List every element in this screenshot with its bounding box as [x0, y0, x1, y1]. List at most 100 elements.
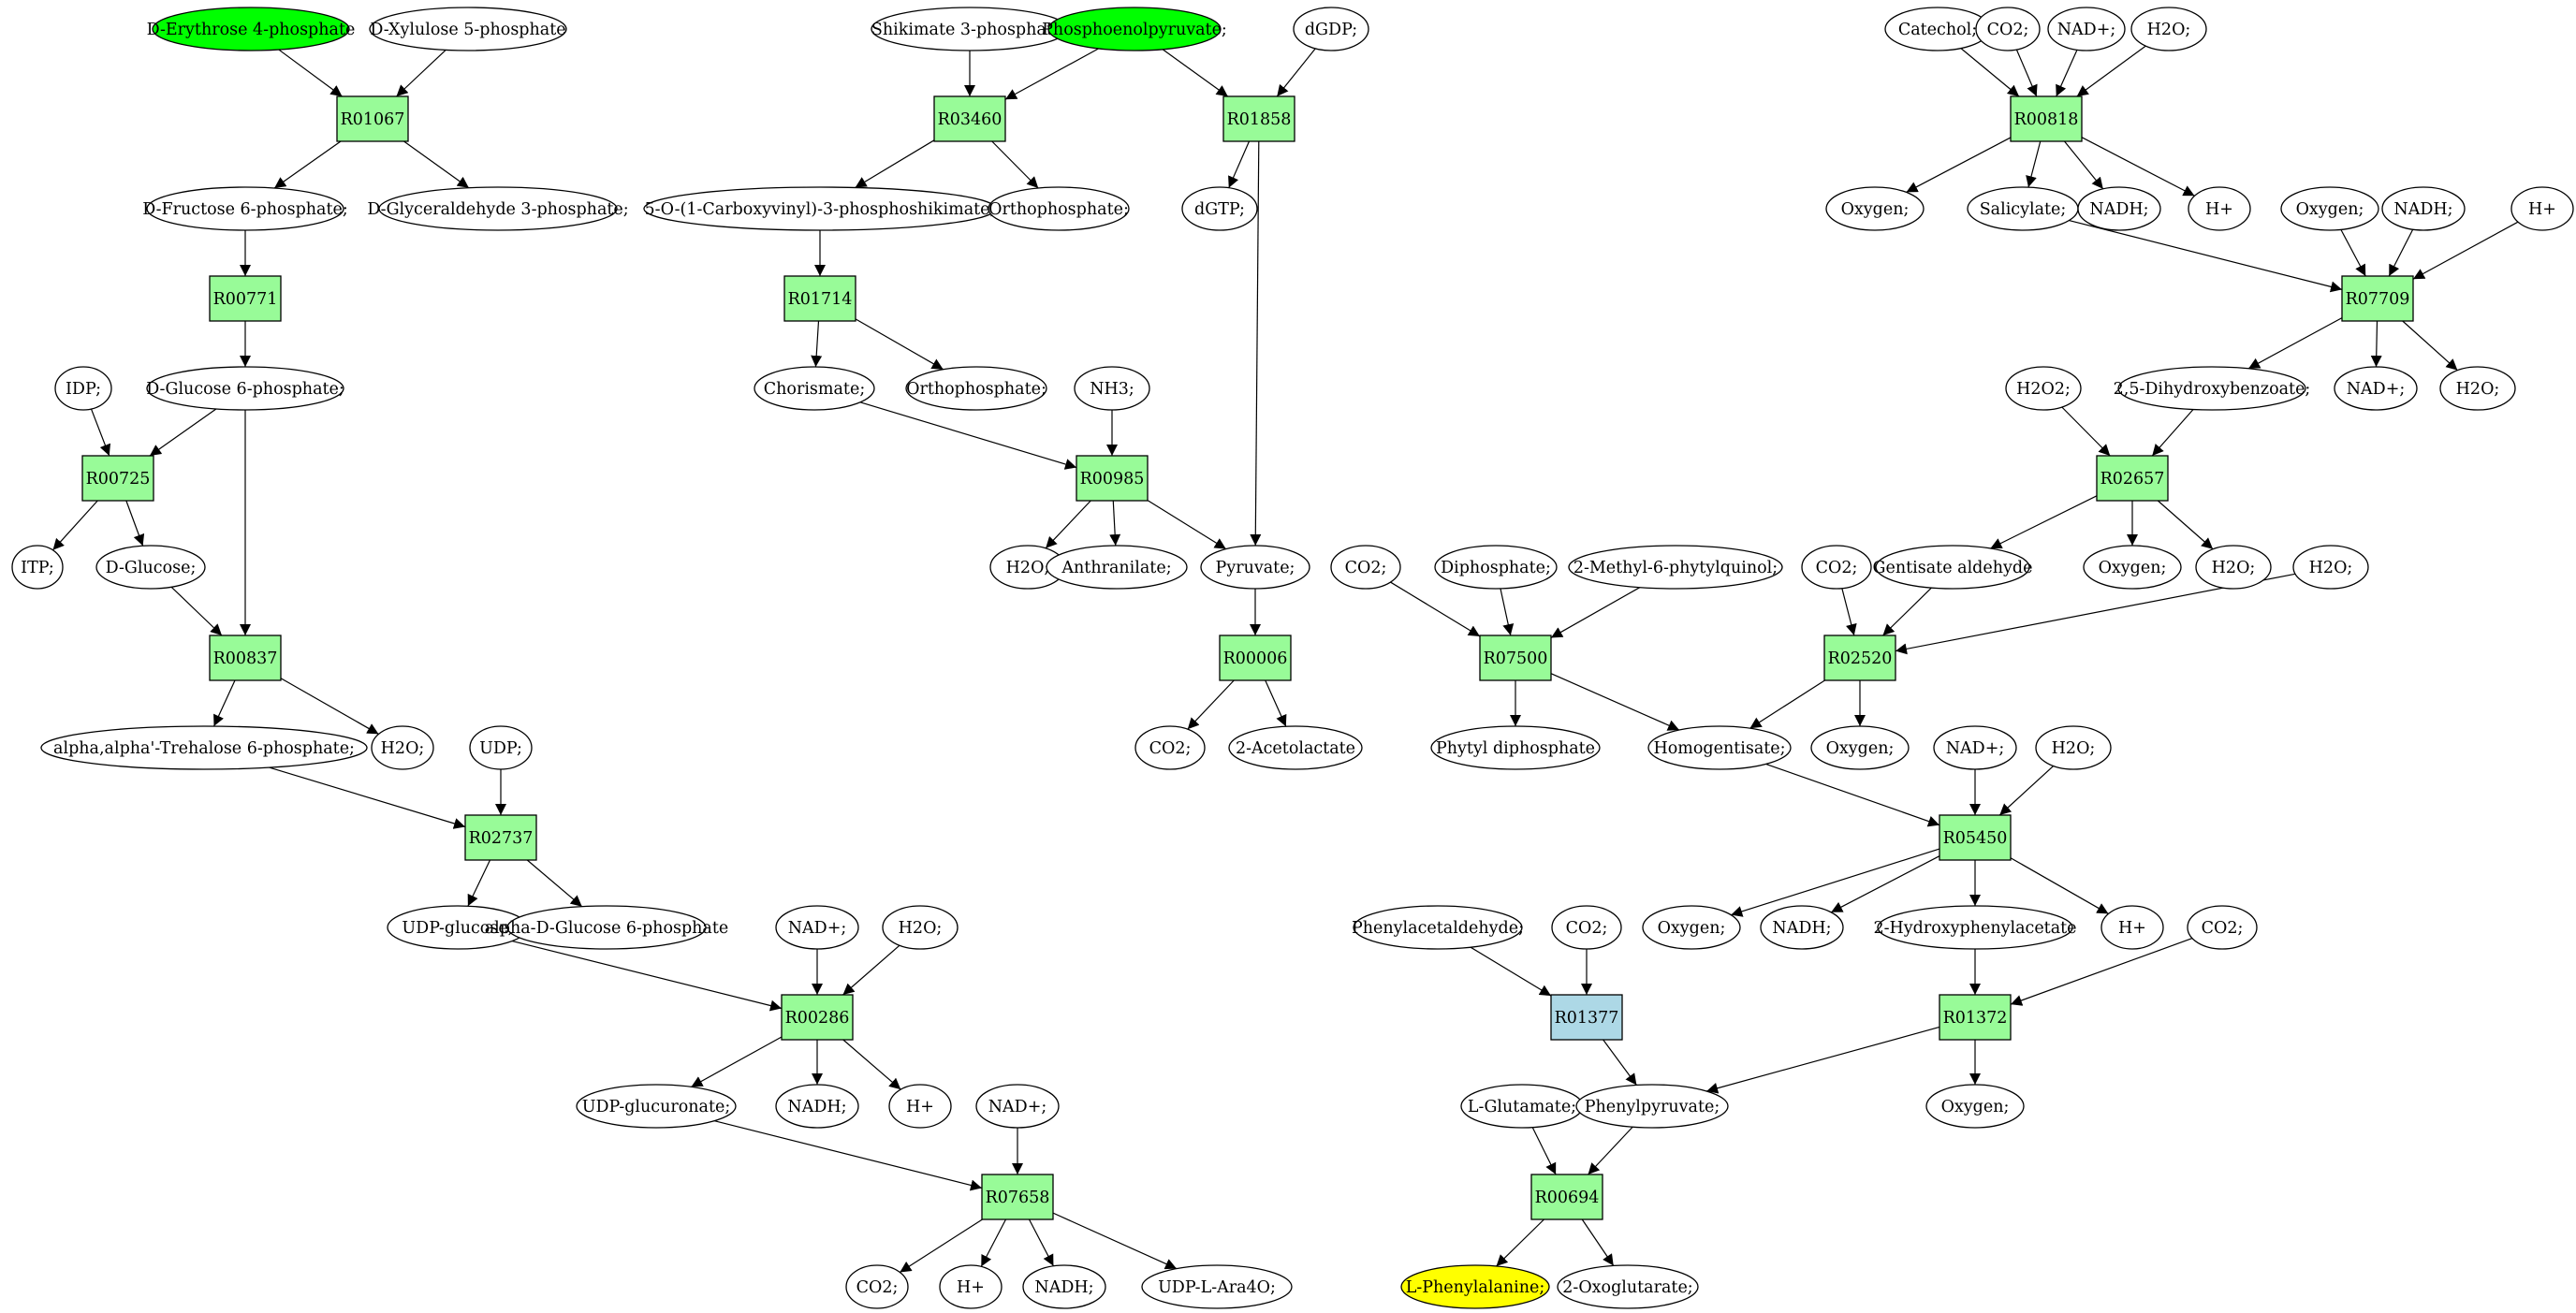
reaction-node-r02657[interactable]: R02657: [2096, 455, 2169, 502]
compound-node-udp-glucuronate[interactable]: UDP-glucuronate;: [576, 1084, 737, 1129]
compound-node-co2[interactable]: CO2;: [1975, 7, 2041, 51]
reaction-node-r07500[interactable]: R07500: [1479, 635, 1552, 681]
compound-node-co2[interactable]: CO2;: [2187, 905, 2258, 950]
compound-node-l-glutamate[interactable]: L-Glutamate;: [1460, 1084, 1584, 1129]
compound-node-dgtp[interactable]: dGTP;: [1181, 186, 1258, 231]
compound-node-co2[interactable]: CO2;: [845, 1264, 909, 1309]
compound-node-h2o[interactable]: H2O;: [371, 725, 434, 770]
compound-node-co2[interactable]: CO2;: [1801, 545, 1872, 590]
compound-node-dgdp[interactable]: dGDP;: [1293, 7, 1369, 51]
reaction-node-r03460[interactable]: R03460: [933, 95, 1006, 142]
compound-node-nad[interactable]: NAD+;: [975, 1084, 1060, 1129]
reaction-node-r01067[interactable]: R01067: [336, 95, 409, 142]
reaction-node-r07658[interactable]: R07658: [981, 1174, 1054, 1220]
compound-node-h[interactable]: H+: [888, 1084, 952, 1129]
compound-node-nh3[interactable]: NH3;: [1074, 366, 1150, 411]
compound-node-homogentisate[interactable]: Homogentisate;: [1647, 725, 1792, 770]
compound-node-h2o[interactable]: H2O;: [2130, 7, 2207, 51]
compound-node-nadh[interactable]: NADH;: [775, 1084, 859, 1129]
compound-node-orthophosphate[interactable]: Orthophosphate;: [905, 366, 1047, 411]
compound-node-h[interactable]: H+: [939, 1264, 1003, 1309]
compound-node-oxygen[interactable]: Oxygen;: [1642, 905, 1741, 950]
compound-node-udp[interactable]: UDP;: [469, 725, 533, 770]
compound-node-shikimate-3-phosphate[interactable]: Shikimate 3-phosphate;: [871, 7, 1069, 51]
compound-node-alpha-d-glucose-6-phosphate[interactable]: alpha-D-Glucose 6-phosphate: [485, 905, 729, 950]
reaction-node-r00286[interactable]: R00286: [781, 994, 854, 1041]
reaction-node-r01372[interactable]: R01372: [1939, 994, 2012, 1041]
reaction-node-r00771[interactable]: R00771: [209, 275, 282, 322]
compound-node-co2[interactable]: CO2;: [1551, 905, 1622, 950]
compound-node-nad[interactable]: NAD+;: [2334, 366, 2418, 411]
compound-node-oxygen[interactable]: Oxygen;: [2083, 545, 2182, 590]
compound-node-5-o-1-carboxyvinyl-3-phosphoshikimate[interactable]: 5-O-(1-Carboxyvinyl)-3-phosphoshikimate;: [643, 186, 997, 231]
compound-node-h2o[interactable]: H2O;: [2035, 725, 2112, 770]
compound-node-2-oxoglutarate[interactable]: 2-Oxoglutarate;: [1557, 1264, 1699, 1309]
compound-node-alpha-alpha-trehalose-6-phosphate[interactable]: alpha,alpha'-Trehalose 6-phosphate;: [40, 725, 368, 770]
compound-node-h[interactable]: H+: [2510, 186, 2574, 231]
compound-node-anthranilate[interactable]: Anthranilate;: [1046, 545, 1188, 590]
compound-node-d-glucose[interactable]: D-Glucose;: [95, 545, 206, 590]
compound-node-h2o2[interactable]: H2O2;: [2005, 366, 2082, 411]
node-label: Phytyl diphosphate: [1436, 739, 1595, 758]
compound-node-udp-l-ara4o[interactable]: UDP-L-Ara4O;: [1141, 1264, 1293, 1309]
compound-node-idp[interactable]: IDP;: [54, 366, 112, 411]
compound-node-d-fructose-6-phosphate[interactable]: D-Fructose 6-phosphate;: [142, 186, 348, 231]
compound-node-2-methyl-6-phytylquinol[interactable]: 2-Methyl-6-phytylquinol;: [1568, 545, 1783, 590]
reaction-node-r01858[interactable]: R01858: [1222, 95, 1295, 142]
edge-r01067-to-d-fructose-6-phosphate: [273, 140, 342, 189]
compound-node-catechol[interactable]: Catechol;: [1884, 7, 1991, 51]
compound-node-2-hydroxyphenylacetate[interactable]: 2-Hydroxyphenylacetate: [1873, 905, 2077, 950]
compound-node-h2o[interactable]: H2O;: [2292, 545, 2369, 590]
compound-node-nadh[interactable]: NADH;: [2077, 186, 2161, 231]
reaction-node-r00985[interactable]: R00985: [1076, 455, 1149, 502]
compound-node-phenylacetaldehyde[interactable]: Phenylacetaldehyde;: [1352, 905, 1524, 950]
compound-node-d-glucose-6-phosphate[interactable]: D-Glucose 6-phosphate;: [146, 366, 344, 411]
compound-node-h2o[interactable]: H2O;: [882, 905, 959, 950]
compound-node-h[interactable]: H+: [2100, 905, 2164, 950]
compound-node-chorismate[interactable]: Chorismate;: [754, 366, 875, 411]
compound-node-nadh[interactable]: NADH;: [2381, 186, 2466, 231]
compound-node-d-glyceraldehyde-3-phosphate[interactable]: D-Glyceraldehyde 3-phosphate;: [367, 186, 629, 231]
compound-node-pyruvate[interactable]: Pyruvate;: [1200, 545, 1310, 590]
reaction-node-r00818[interactable]: R00818: [2010, 95, 2083, 142]
compound-node-h[interactable]: H+: [2188, 186, 2251, 231]
compound-node-co2[interactable]: CO2;: [1330, 545, 1401, 590]
reaction-node-r00006[interactable]: R00006: [1219, 635, 1292, 681]
compound-node-phytyl-diphosphate[interactable]: Phytyl diphosphate: [1430, 725, 1601, 770]
compound-node-phosphoenolpyruvate[interactable]: Phosphoenolpyruvate;: [1042, 7, 1227, 51]
compound-node-nad[interactable]: NAD+;: [775, 905, 859, 950]
compound-node-oxygen[interactable]: Oxygen;: [1925, 1084, 2025, 1129]
compound-node-nad[interactable]: NAD+;: [2047, 7, 2126, 51]
reaction-node-r07709[interactable]: R07709: [2341, 275, 2414, 322]
reaction-node-r02737[interactable]: R02737: [464, 814, 537, 861]
compound-node-2-acetolactate[interactable]: 2-Acetolactate: [1228, 725, 1363, 770]
compound-node-udp-glucose[interactable]: UDP-glucose;: [387, 905, 529, 950]
compound-node-d-erythrose-4-phosphate[interactable]: D-Erythrose 4-phosphate: [147, 7, 356, 51]
compound-node-nadh[interactable]: NADH;: [1760, 905, 1844, 950]
compound-node-2-5-dihydroxybenzoate[interactable]: 2,5-Dihydroxybenzoate;: [2114, 366, 2311, 411]
compound-node-itp[interactable]: ITP;: [11, 545, 64, 590]
reaction-node-r01714[interactable]: R01714: [783, 275, 856, 322]
reaction-node-r00837[interactable]: R00837: [209, 635, 282, 681]
compound-node-l-phenylalanine[interactable]: L-Phenylalanine;: [1400, 1264, 1550, 1309]
compound-node-co2[interactable]: CO2;: [1134, 725, 1206, 770]
compound-node-nad[interactable]: NAD+;: [1933, 725, 2017, 770]
compound-node-oxygen[interactable]: Oxygen;: [2280, 186, 2379, 231]
reaction-node-r05450[interactable]: R05450: [1939, 814, 2012, 861]
compound-node-salicylate[interactable]: Salicylate;: [1967, 186, 2079, 231]
compound-node-oxygen[interactable]: Oxygen;: [1825, 186, 1925, 231]
compound-node-d-xylulose-5-phosphate[interactable]: D-Xylulose 5-phosphate: [369, 7, 567, 51]
compound-node-h2o[interactable]: H2O;: [2195, 545, 2272, 590]
compound-node-nadh[interactable]: NADH;: [1022, 1264, 1106, 1309]
reaction-node-r01377[interactable]: R01377: [1550, 994, 1623, 1041]
compound-node-h2o[interactable]: H2O;: [2439, 366, 2516, 411]
compound-node-orthophosphate[interactable]: Orthophosphate;: [988, 186, 1130, 231]
reaction-node-r02520[interactable]: R02520: [1823, 635, 1896, 681]
compound-node-oxygen[interactable]: Oxygen;: [1810, 725, 1910, 770]
compound-node-h2o[interactable]: H2O;: [989, 545, 1066, 590]
reaction-node-r00725[interactable]: R00725: [81, 455, 154, 502]
compound-node-gentisate-aldehyde[interactable]: Gentisate aldehyde: [1873, 545, 2033, 590]
compound-node-diphosphate[interactable]: Diphosphate;: [1434, 545, 1558, 590]
reaction-node-r00694[interactable]: R00694: [1530, 1174, 1603, 1220]
compound-node-phenylpyruvate[interactable]: Phenylpyruvate;: [1575, 1084, 1729, 1129]
